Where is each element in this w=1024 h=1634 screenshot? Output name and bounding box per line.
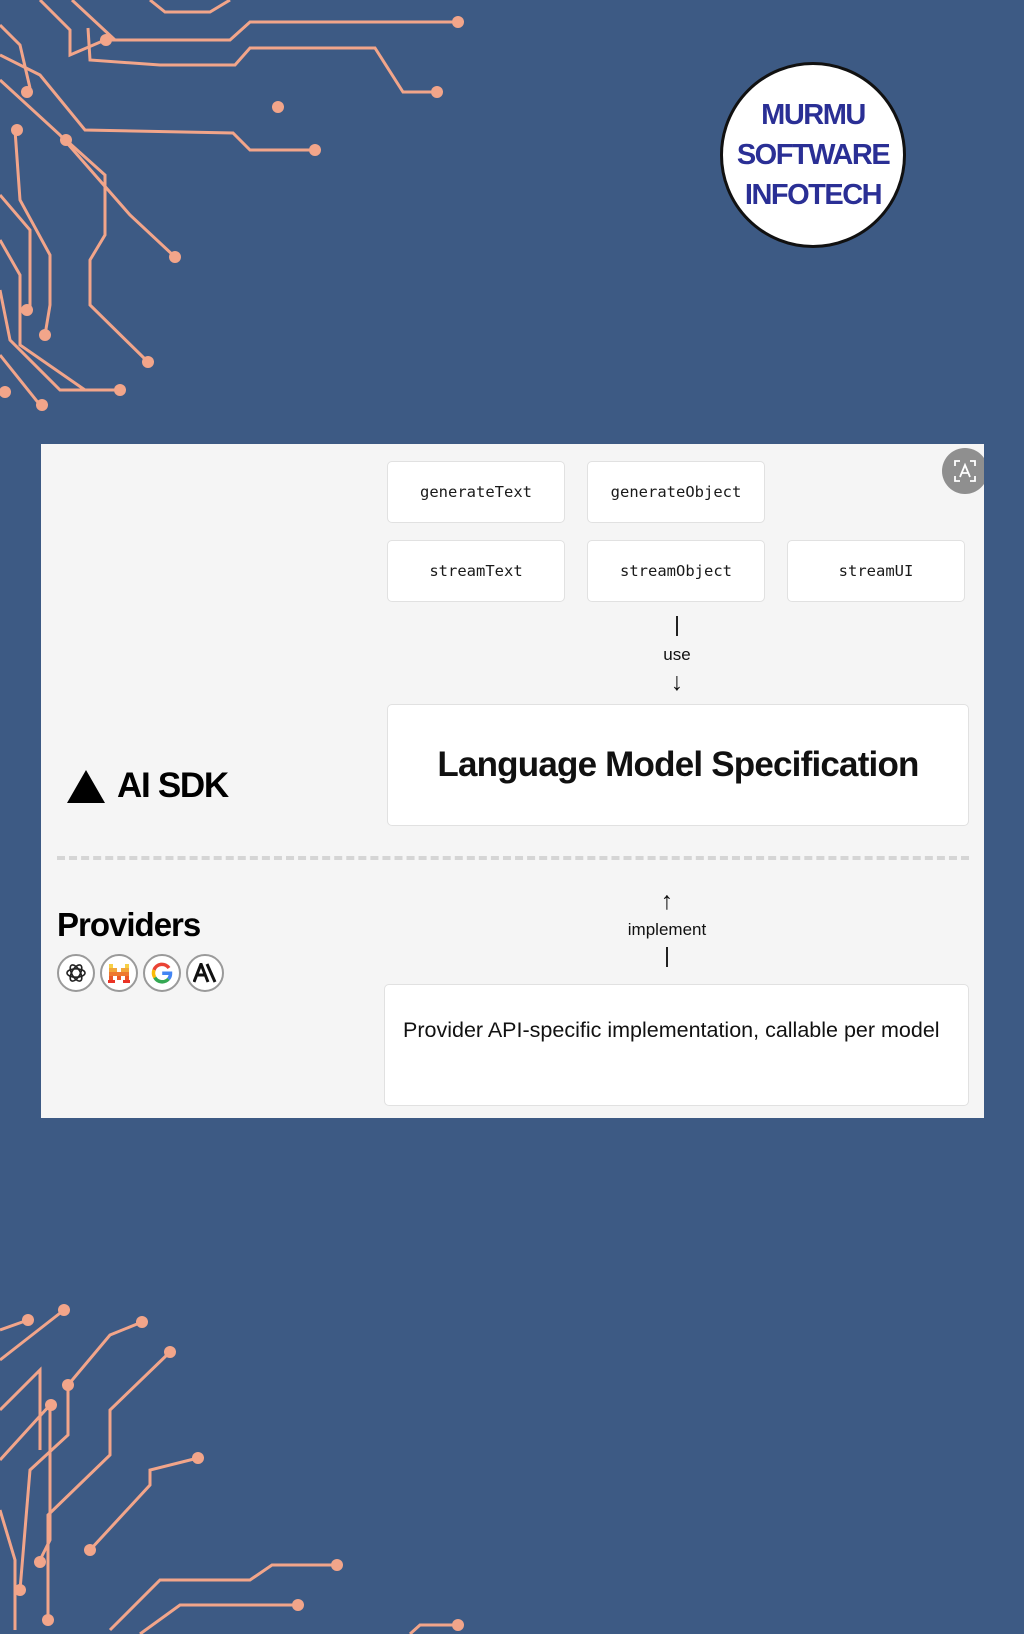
ai-sdk-label: AI SDK: [117, 766, 229, 805]
provider-icons: [57, 954, 229, 992]
provider-implementation: Provider API-specific implementation, ca…: [384, 984, 969, 1106]
circuit-decoration-bottom: [0, 1304, 464, 1634]
brand-line-1: MURMU: [761, 99, 866, 131]
providers-label: Providers: [57, 906, 201, 943]
function-generate-object: generateObject: [587, 461, 765, 523]
function-generate-text: generateText: [387, 461, 565, 523]
dashed-divider: [57, 856, 969, 860]
openai-icon: [57, 954, 95, 992]
brand-line-2: SOFTWARE: [736, 139, 891, 171]
use-label: use: [663, 645, 691, 664]
language-model-specification: Language Model Specification: [387, 704, 969, 826]
circuit-decoration-top: [0, 0, 464, 411]
implement-connector-line: [666, 947, 668, 967]
translate-icon[interactable]: [942, 448, 984, 494]
function-stream-ui: streamUI: [787, 540, 965, 602]
implement-label: implement: [627, 920, 707, 939]
architecture-diagram: generateText generateObject streamText s…: [41, 444, 984, 1118]
google-icon: [143, 954, 181, 992]
function-stream-text: streamText: [387, 540, 565, 602]
function-stream-object: streamObject: [587, 540, 765, 602]
brand-badge: MURMU SOFTWARE INFOTECH: [720, 62, 906, 248]
arrow-down-icon: ↓: [670, 668, 684, 696]
triangle-logo-icon: [67, 769, 105, 803]
mistral-icon: [100, 954, 138, 992]
brand-line-3: INFOTECH: [744, 179, 883, 211]
use-connector-line: [676, 616, 678, 636]
arrow-up-icon: ↑: [660, 887, 674, 915]
anthropic-icon: [186, 954, 224, 992]
ai-sdk-logo: AI SDK: [67, 764, 229, 808]
